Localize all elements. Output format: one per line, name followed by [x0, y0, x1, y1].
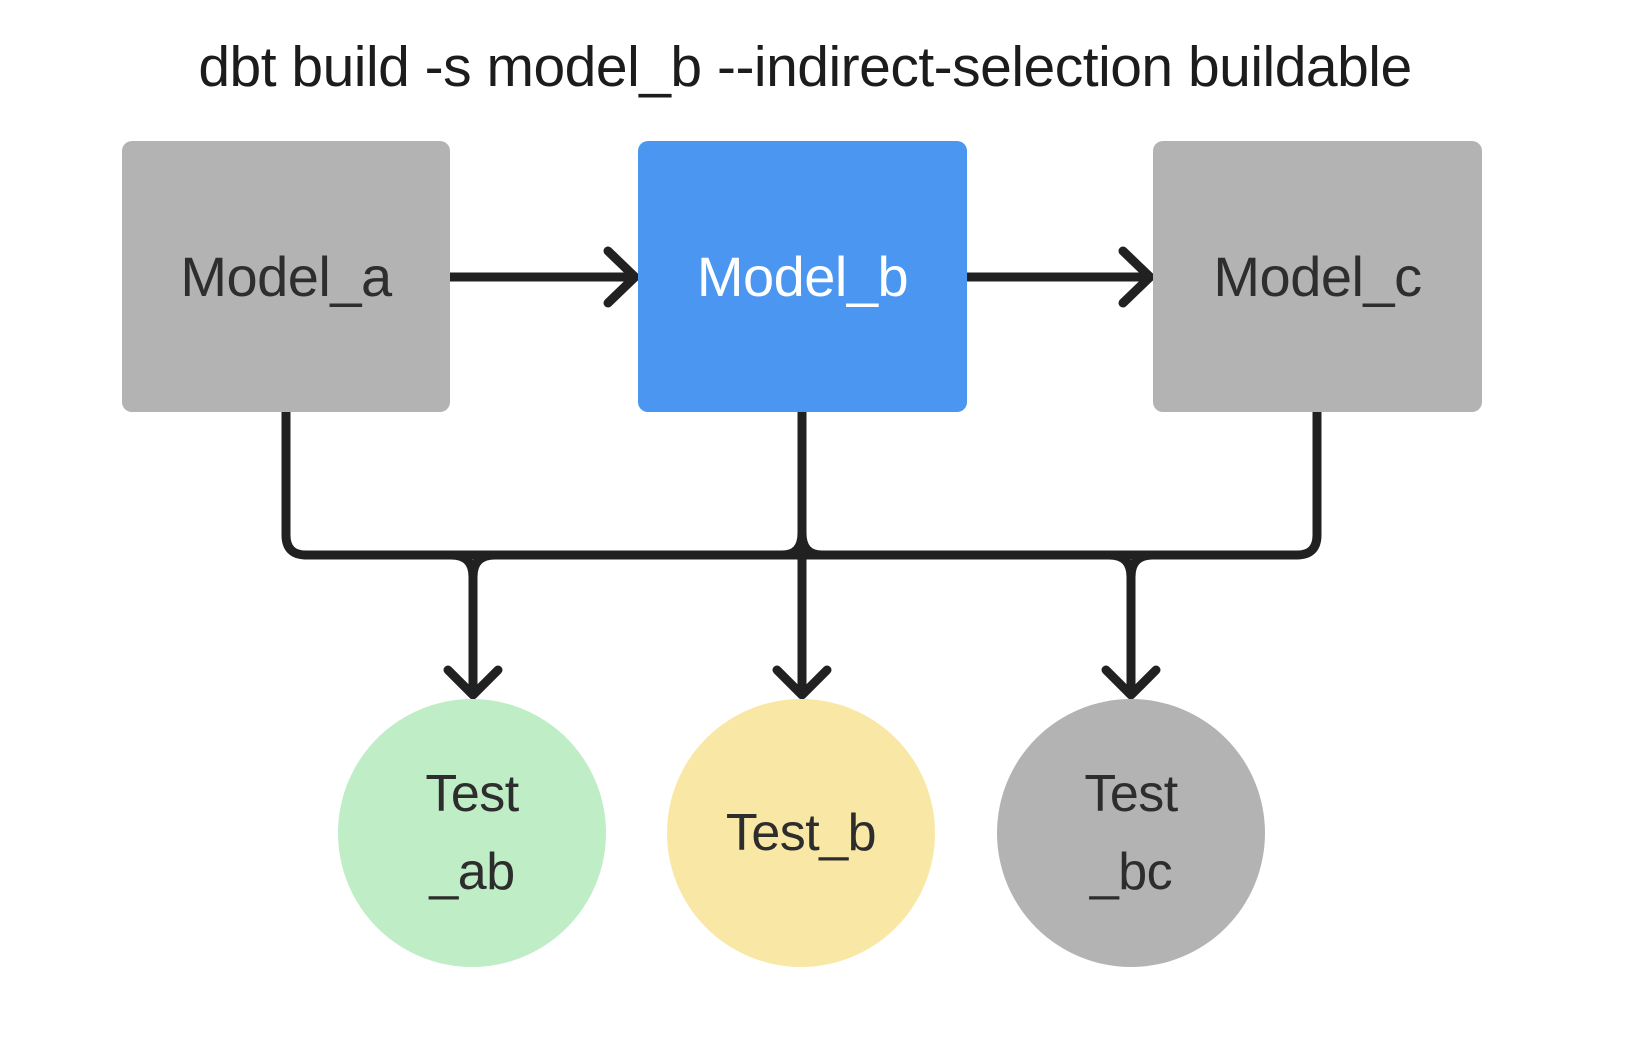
edge-model-a-to-model-b-arrowhead — [603, 246, 640, 308]
node-test-b-label: Test_b — [725, 804, 877, 862]
node-test-ab: Test _ab — [338, 699, 606, 967]
edge-fork-test-bc-right-curve — [1126, 550, 1158, 582]
edge-fork-test-ab-right-curve — [468, 550, 500, 582]
node-model-c: Model_c — [1153, 141, 1482, 412]
edge-model-b-split-right-curve — [797, 528, 827, 560]
node-test-bc-label-line2: _bc — [1089, 843, 1173, 901]
edge-test-ab-arrowhead — [443, 665, 503, 700]
node-test-bc-label-line1: Test — [1084, 765, 1178, 823]
edge-test-b-arrowhead — [772, 665, 832, 700]
node-model-a-label: Model_a — [180, 245, 392, 308]
edge-model-a-drop — [281, 407, 311, 560]
node-model-b-label: Model_b — [696, 245, 909, 308]
diagram-title: dbt build -s model_b --indirect-selectio… — [198, 35, 1412, 99]
edge-model-c-drop — [1292, 407, 1322, 560]
edge-model-b-to-model-c-arrowhead — [1118, 246, 1155, 308]
node-test-b: Test_b — [667, 699, 935, 967]
node-test-bc: Test _bc — [997, 699, 1265, 967]
node-test-ab-label-line2: _ab — [429, 843, 515, 901]
node-test-ab-label-line1: Test — [425, 765, 519, 823]
node-model-b: Model_b — [638, 141, 967, 412]
node-model-c-label: Model_c — [1213, 245, 1422, 308]
edge-test-bc-arrowhead — [1101, 665, 1161, 700]
edges-connector-group — [281, 246, 1322, 700]
node-model-a: Model_a — [122, 141, 450, 412]
